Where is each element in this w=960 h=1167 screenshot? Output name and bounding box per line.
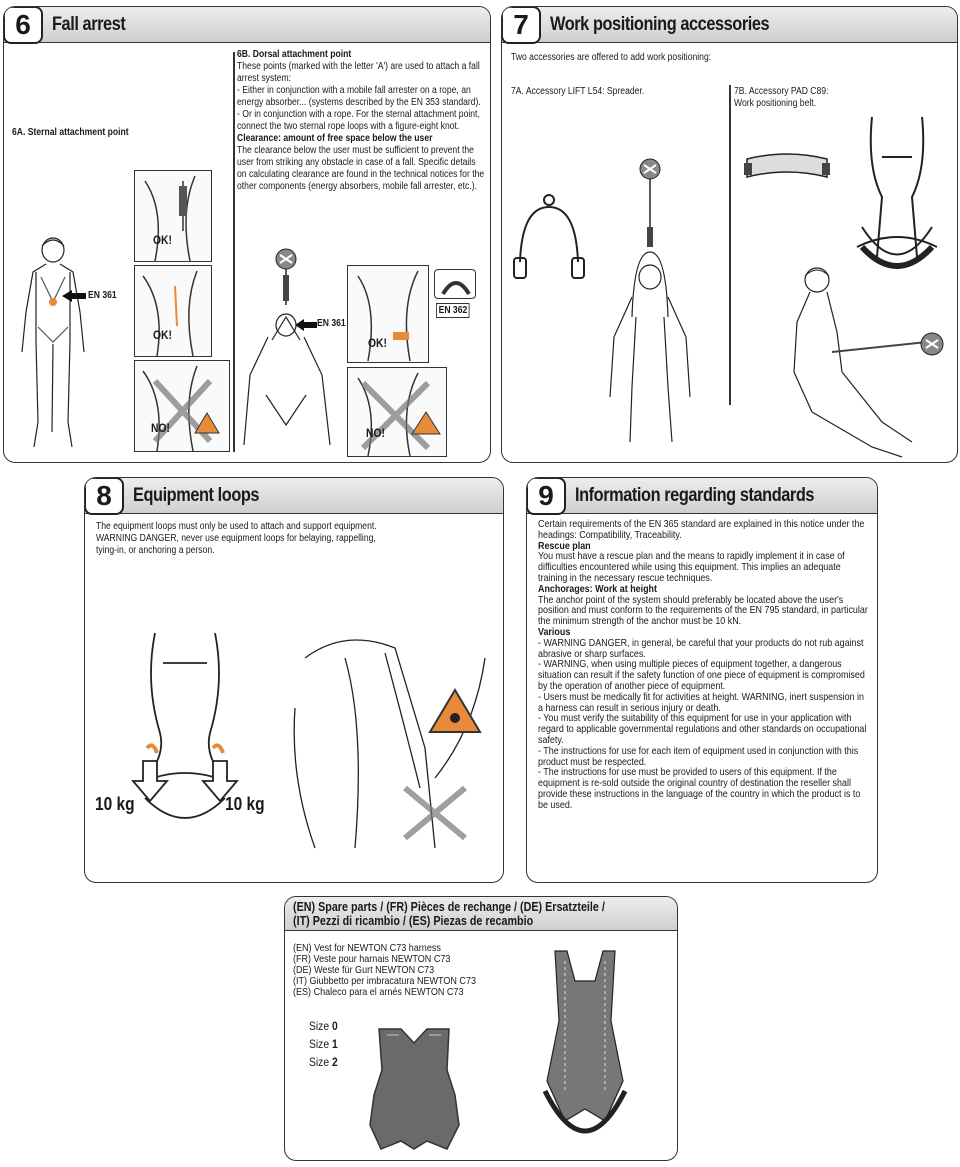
panel-work-positioning: 7 Work positioning accessories Two acces… [501,6,958,463]
section-title: Work positioning accessories [550,14,770,35]
panel-header: 8 Equipment loops [85,478,503,515]
spare-line: (FR) Veste pour harnais NEWTON C73 [293,953,451,965]
sternal-heading: 6A. Sternal attachment point [12,127,129,138]
panel-equipment-loops: 8 Equipment loops The equipment loops mu… [84,477,504,883]
arrow-icon [295,318,317,331]
lift-label: 7A. Accessory LIFT L54: Spreader. [511,86,645,97]
dorsal-heading: 6B. Dorsal attachment point [237,49,352,60]
size-row: Size 1 [309,1035,338,1053]
size-row: Size 0 [309,1017,338,1035]
divider [233,52,235,452]
arrow-icon [62,289,86,302]
harness-illustration [856,116,938,269]
pad-label-line: 7B. Accessory PAD C89: [734,86,829,97]
standards-paragraph: - The instructions for use must be provi… [538,767,861,811]
panel-header: 9 Information regarding standards [527,478,877,515]
dorsal-text-block: 6B. Dorsal attachment point These points… [237,49,486,193]
section-number: 7 [502,7,541,44]
clearance-text: The clearance below the user must be suf… [237,145,485,192]
size-list: Size 0 Size 1 Size 2 [309,1017,338,1071]
divider [729,85,731,405]
dorsal-text: - Either in conjunction with a mobile fa… [237,85,481,108]
various-heading: Various [538,626,571,638]
harness-closeup-ok: OK! [134,170,212,262]
section-number: 6 [4,7,43,44]
dorsal-closeup-ok: OK! [347,265,429,363]
spare-line: (DE) Weste für Gurt NEWTON C73 [293,964,435,976]
loops-text: The equipment loops must only be used to… [96,521,380,557]
size-value: 0 [331,1019,338,1033]
ok-label: OK! [153,233,172,247]
no-label: NO! [366,426,385,440]
newton-harness-illustration [542,950,628,1134]
loops-text-line: The equipment loops must only be used to… [96,521,377,532]
standards-paragraph: You must have a rescue plan and the mean… [538,551,845,584]
size-word: Size [309,1037,330,1051]
equipment-loops-harness-illustration [131,632,239,819]
size-word: Size [309,1019,330,1033]
spare-line: (EN) Vest for NEWTON C73 harness [293,942,441,954]
front-person-illustration [21,237,85,448]
belt-user-illustration [793,267,944,458]
panel-standards: 9 Information regarding standards Certai… [526,477,878,883]
spare-lines: (EN) Vest for NEWTON C73 harness (FR) Ve… [293,943,476,998]
spare-title-line: (EN) Spare parts / (FR) Pièces de rechan… [293,900,605,914]
panel-header: (EN) Spare parts / (FR) Pièces de rechan… [285,897,677,931]
spare-line: (ES) Chaleco para el arnés NEWTON C73 [293,986,464,998]
spare-title-line: (IT) Pezzi di ricambio / (ES) Piezas de … [293,914,534,928]
section-title: Fall arrest [52,14,126,35]
standards-text: Certain requirements of the EN 365 stand… [538,519,869,812]
standards-paragraph: The anchor point of the system should pr… [538,594,868,628]
back-person-illustration [243,248,331,446]
section-number: 9 [527,478,566,515]
dorsal-text: These points (marked with the letter 'A'… [237,61,480,84]
dorsal-closeup-no: NO! [347,367,447,457]
section-number: 8 [85,478,124,515]
panel-spare-parts: (EN) Spare parts / (FR) Pièces de rechan… [284,896,678,1161]
standards-paragraph: - Users must be medically fit for activi… [538,691,864,714]
spreader-illustration [513,194,585,279]
pad-label-line: Work positioning belt. [734,98,817,109]
sternal-point-marker [49,298,57,306]
standard-label: EN 362 [436,303,470,318]
standards-paragraph: - WARNING, when using multiple pieces of… [538,659,865,692]
size-value: 2 [331,1055,338,1069]
standard-label: EN 361 [317,318,346,329]
anchor-heading: Anchorages: Work at height [538,583,658,595]
size-word: Size [309,1055,330,1069]
loops-text-line: WARNING DANGER, never use equipment loop… [96,533,376,556]
size-value: 1 [331,1037,338,1051]
dorsal-text: - Or in conjunction with a rope. For the… [237,109,480,132]
standard-label: EN 361 [88,290,117,301]
ok-label: OK! [368,336,387,350]
panel-fall-arrest: 6 Fall arrest 6A. Sternal attachment poi… [3,6,491,463]
rescue-heading: Rescue plan [538,540,591,552]
no-label: NO! [151,421,170,435]
harness-closeup-no: NO! [134,360,230,452]
loop-misuse-illustration [293,639,486,849]
standards-paragraph: - The instructions for use for each item… [538,745,859,768]
vest-illustration [369,1028,460,1150]
section-title: Equipment loops [133,485,260,506]
pad-label: 7B. Accessory PAD C89: Work positioning … [734,86,828,110]
panel-header: 6 Fall arrest [4,7,490,44]
size-row: Size 2 [309,1053,338,1071]
ok-label: OK! [153,328,172,342]
panel-header: 7 Work positioning accessories [502,7,957,44]
connector-icon [434,269,476,299]
section-title: Information regarding standards [575,485,815,506]
weight-label: 10 kg [95,794,135,814]
intro-text: Two accessories are offered to add work … [511,52,712,63]
spare-title: (EN) Spare parts / (FR) Pièces de rechan… [293,900,605,928]
spreader-user-illustration [609,158,691,443]
harness-closeup-ok: OK! [134,265,212,357]
spare-line: (IT) Giubbetto per imbracatura NEWTON C7… [293,975,477,987]
clearance-heading: Clearance: amount of free space below th… [237,133,433,144]
positioning-belt-illustration [744,153,830,178]
standards-paragraph: - You must verify the suitability of thi… [538,713,867,746]
weight-label: 10 kg [225,794,265,814]
standards-paragraph: - WARNING DANGER, in general, be careful… [538,637,864,660]
standards-paragraph: Certain requirements of the EN 365 stand… [538,519,865,541]
